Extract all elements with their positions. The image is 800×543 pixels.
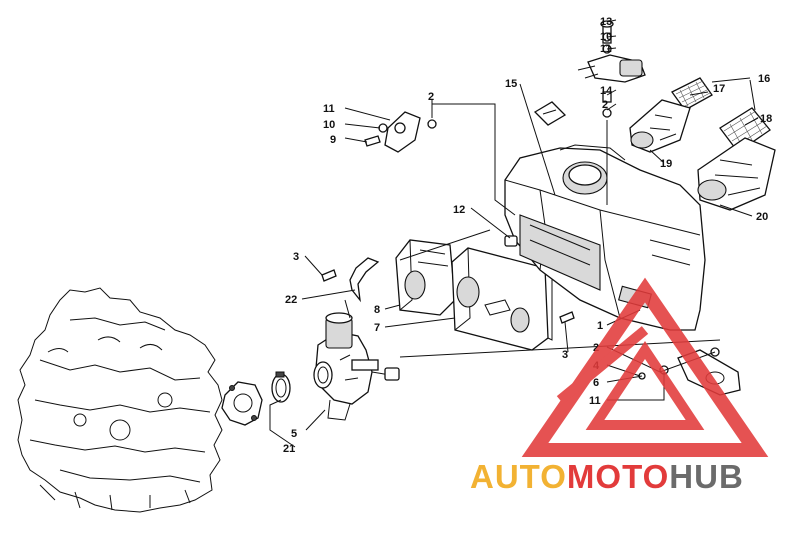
filter-screen-upper-part <box>671 77 713 111</box>
watermark-moto-text: MOTO <box>566 458 670 495</box>
carburetor-part <box>313 299 400 421</box>
callout-2: 2 <box>428 91 434 103</box>
callout-8: 8 <box>374 304 380 316</box>
callout-3: 3 <box>293 251 299 263</box>
bracket-left-part <box>364 111 437 153</box>
callout-7: 7 <box>374 322 380 334</box>
intake-flange-part <box>221 381 263 426</box>
screw-right-part <box>559 311 575 324</box>
callout-2: 2 <box>602 99 608 111</box>
callout-16: 16 <box>758 73 770 85</box>
watermark-hub-text: HUB <box>669 458 744 495</box>
callout-15: 15 <box>505 78 517 90</box>
clamp-part <box>271 371 291 403</box>
callout-17: 17 <box>713 83 725 95</box>
callout-14: 14 <box>600 85 613 97</box>
decal-part <box>533 101 567 126</box>
callout-10: 10 <box>600 31 612 43</box>
callout-5: 5 <box>291 428 297 440</box>
watermark-logo <box>521 277 769 457</box>
filter-screen-lower-part <box>719 107 771 153</box>
intake-boot-part <box>395 239 456 316</box>
callout-19: 19 <box>660 158 672 170</box>
callout-1: 1 <box>597 320 603 332</box>
choke-plunger-part <box>577 20 646 205</box>
grommet-part <box>504 235 518 247</box>
callout-21: 21 <box>283 443 295 455</box>
callout-11: 11 <box>323 103 335 115</box>
foam-filter-small-part <box>629 99 691 153</box>
callout-11: 11 <box>589 395 601 407</box>
screw-left-part <box>321 269 337 282</box>
watermark-brand-text: AUTOMOTOHUB <box>470 458 744 496</box>
callout-9: 9 <box>330 134 336 146</box>
callout-12: 12 <box>453 204 465 216</box>
callout-13: 13 <box>600 16 612 28</box>
watermark-auto-text: AUTO <box>470 458 567 495</box>
callout-10: 10 <box>323 119 335 131</box>
engine-block <box>17 287 223 513</box>
callout-3: 3 <box>562 349 568 361</box>
foam-filter-large-part <box>697 137 776 211</box>
callout-2: 2 <box>593 342 599 354</box>
callout-6: 6 <box>593 377 599 389</box>
callout-22: 22 <box>285 294 297 306</box>
callout-20: 20 <box>756 211 768 223</box>
callout-18: 18 <box>760 113 772 125</box>
callout-11: 11 <box>600 43 612 55</box>
vent-hose-part <box>349 257 380 303</box>
callout-labels: 13 10 11 14 2 15 16 17 18 19 20 11 10 9 … <box>283 16 772 455</box>
